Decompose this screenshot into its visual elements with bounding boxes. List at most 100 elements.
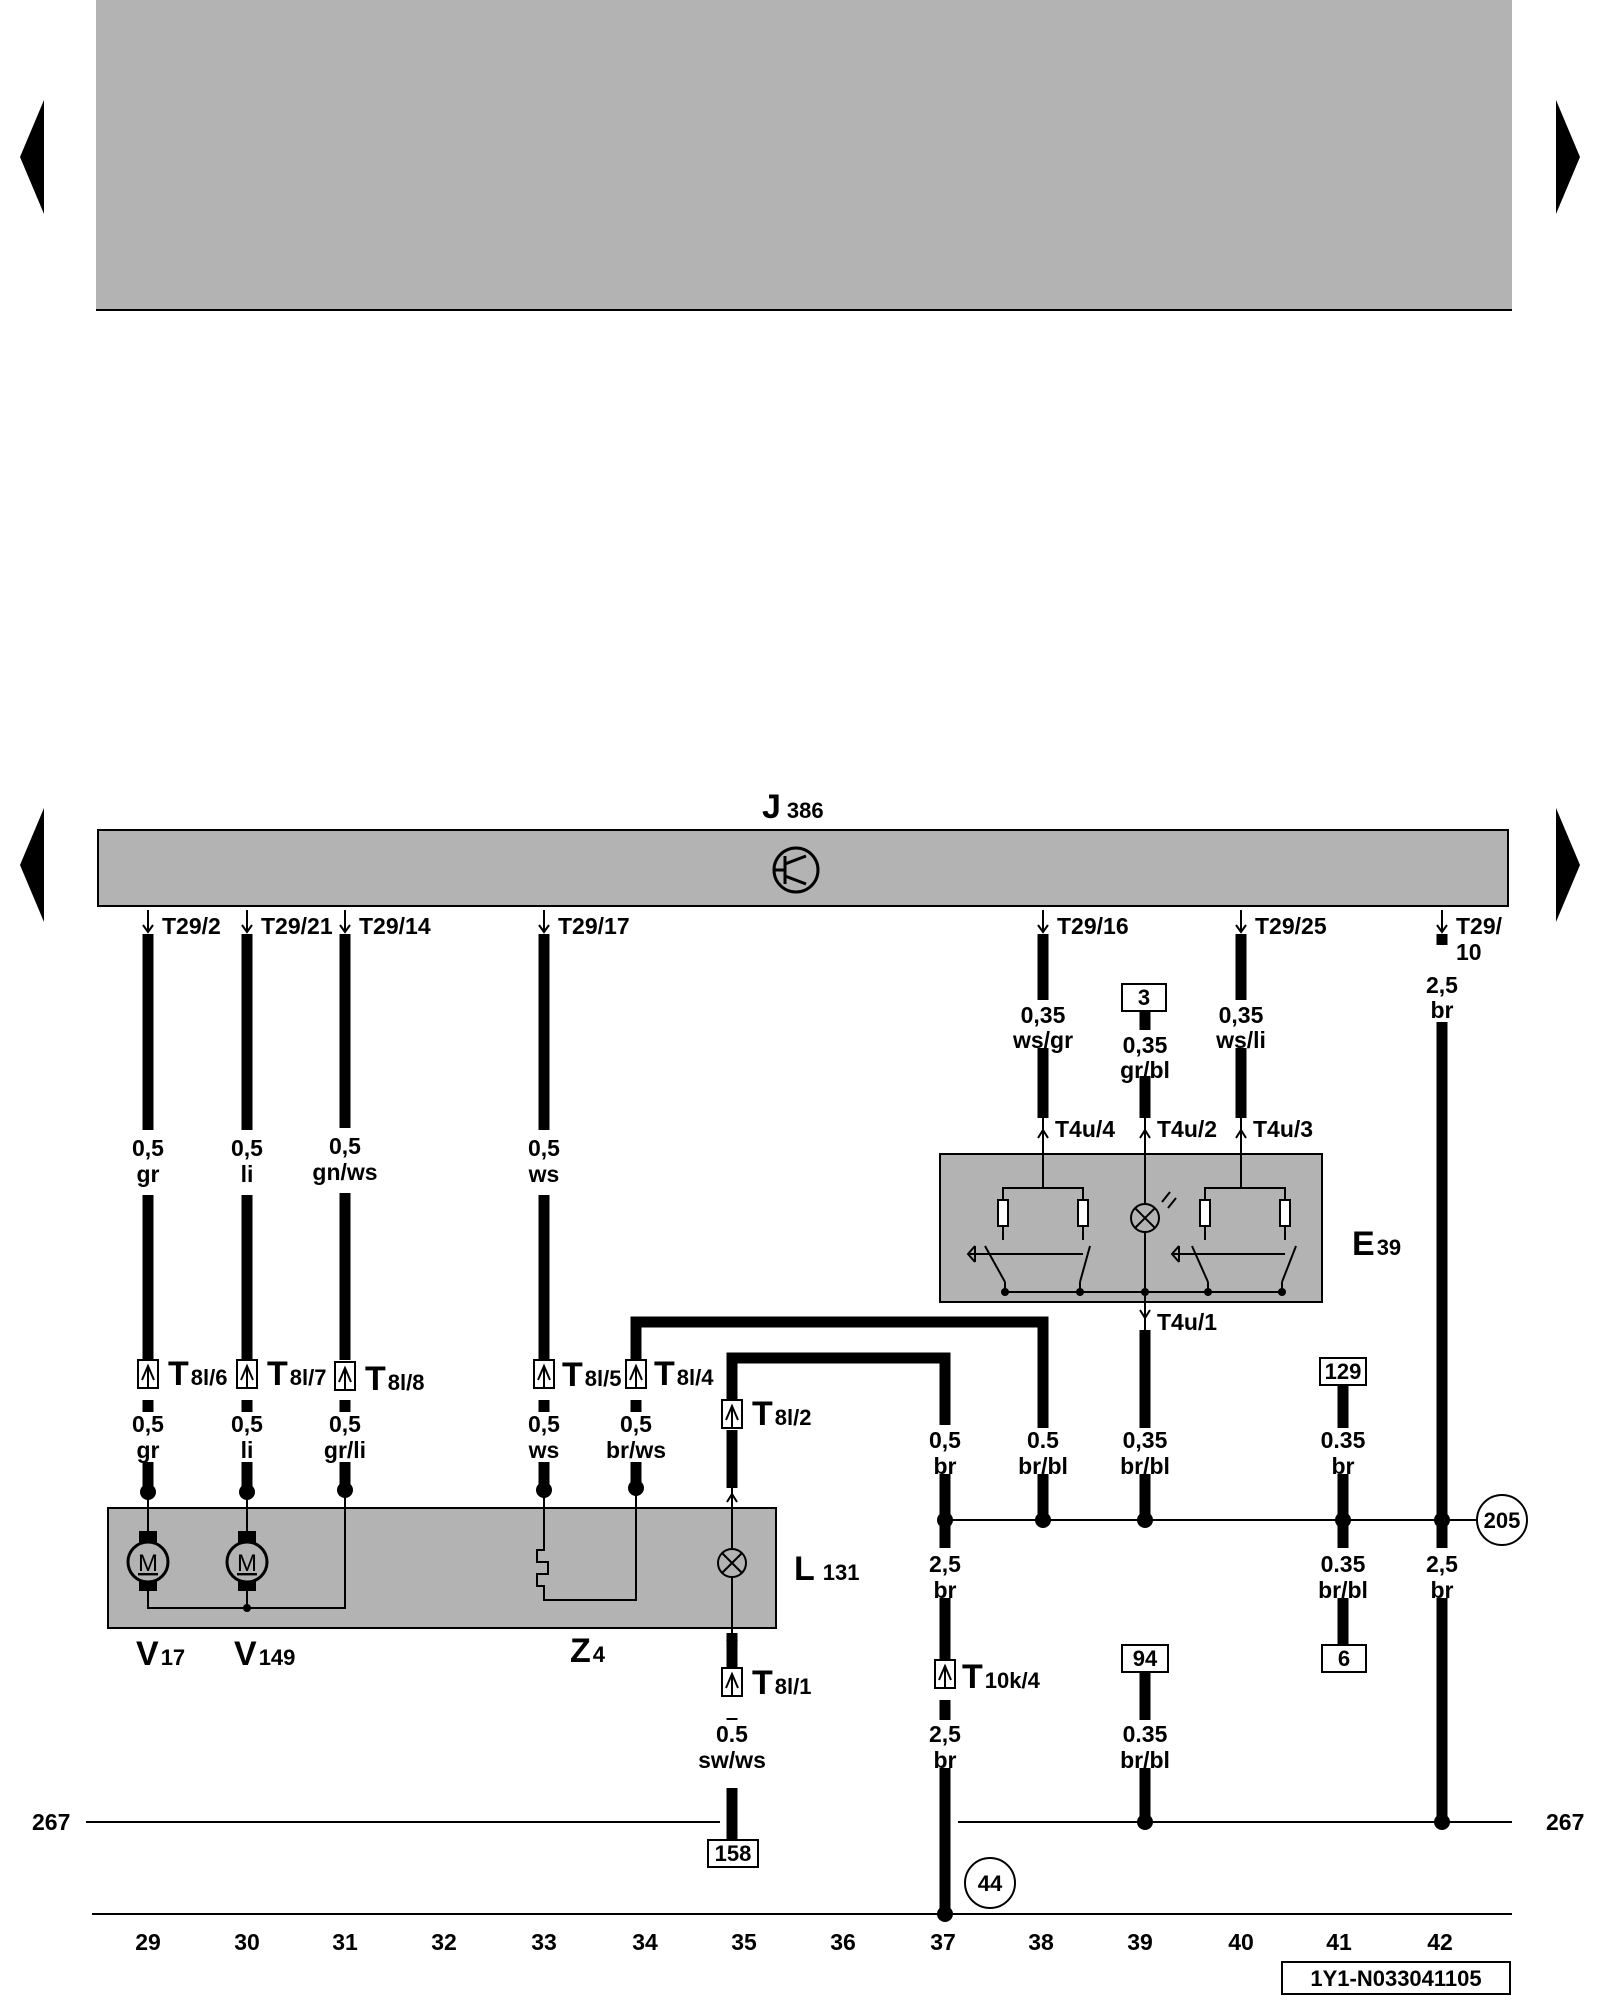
svg-text:gr: gr <box>137 1161 160 1187</box>
pin-t29-2: T29/2 <box>162 913 221 939</box>
t8l-connector-arrows <box>141 1363 952 1696</box>
svg-text:ws: ws <box>528 1161 560 1187</box>
svg-text:0,5: 0,5 <box>528 1411 560 1437</box>
track-34: 34 <box>632 1929 658 1955</box>
ref-circle-205-label: 205 <box>1484 1508 1521 1533</box>
next-page-arrow-icon[interactable] <box>1556 100 1580 214</box>
ground-junction <box>937 1906 953 1922</box>
motor-v17-icon <box>126 1540 170 1584</box>
svg-text:0.35: 0.35 <box>1321 1551 1366 1577</box>
motor-v149-icon <box>225 1540 269 1584</box>
pin-t29-21: T29/21 <box>261 913 333 939</box>
svg-text:br/bl: br/bl <box>1318 1577 1368 1603</box>
bus-junctions <box>937 1512 1450 1528</box>
pin-t4u-2: T4u/2 <box>1157 1116 1217 1142</box>
track-35: 35 <box>731 1929 757 1955</box>
svg-text:0,5: 0,5 <box>620 1411 652 1437</box>
pin-t4u-4: T4u/4 <box>1055 1116 1115 1142</box>
pin-t29-17: T29/17 <box>558 913 630 939</box>
next-section-arrow-icon[interactable] <box>1556 808 1580 922</box>
conn-t8l-6: T8l/6 <box>168 1355 227 1393</box>
pin-t29-10: T29/ <box>1456 913 1503 939</box>
track-39: 39 <box>1127 1929 1153 1955</box>
motor-v149-symbol: M <box>237 1550 257 1577</box>
ref-box-6-label: 6 <box>1338 1646 1350 1671</box>
ref-box-129-label: 129 <box>1325 1359 1362 1384</box>
ref-box-3-label: 3 <box>1138 985 1150 1010</box>
ref-box-129[interactable] <box>1319 1357 1367 1386</box>
svg-text:gr/li: gr/li <box>324 1437 366 1463</box>
svg-text:0,35: 0,35 <box>1219 1002 1264 1028</box>
svg-text:2,5: 2,5 <box>929 1721 961 1747</box>
doc-code: 1Y1-N033041105 <box>1310 1966 1481 1991</box>
svg-text:0,35: 0,35 <box>1123 1032 1168 1058</box>
svg-text:ws/gr: ws/gr <box>1012 1027 1073 1053</box>
svg-text:br: br <box>934 1453 957 1479</box>
conn-t8l-4: T8l/4 <box>654 1355 714 1393</box>
component-v149-label: V149 <box>234 1635 295 1673</box>
component-e39-label: E39 <box>1352 1225 1401 1263</box>
conn-t8l-7: T8l/7 <box>267 1355 326 1393</box>
svg-text:li: li <box>241 1437 254 1463</box>
switch-e39 <box>939 1153 1323 1303</box>
svg-text:2,5: 2,5 <box>1426 1551 1458 1577</box>
module-l131 <box>107 1507 777 1629</box>
svg-text:2,5: 2,5 <box>929 1551 961 1577</box>
svg-text:0.35: 0.35 <box>1321 1427 1366 1453</box>
svg-text:0,5: 0,5 <box>231 1411 263 1437</box>
svg-text:gr: gr <box>137 1437 160 1463</box>
svg-text:0,5: 0,5 <box>929 1427 961 1453</box>
svg-text:0,5: 0,5 <box>329 1133 361 1159</box>
ref-box-3[interactable] <box>1121 983 1167 1012</box>
e39-junctions <box>1001 1288 1286 1296</box>
svg-text:gn/ws: gn/ws <box>312 1159 377 1185</box>
svg-text:0.35: 0.35 <box>1123 1721 1168 1747</box>
svg-text:li: li <box>241 1161 254 1187</box>
prev-page-arrow-icon[interactable] <box>20 100 44 214</box>
svg-text:0.5: 0.5 <box>1027 1427 1059 1453</box>
svg-text:sw/ws: sw/ws <box>698 1747 766 1773</box>
wire-labels-bottom: 0.5 sw/ws 2,5 br 0.35 br/bl <box>698 1720 1178 1773</box>
track-42: 42 <box>1427 1929 1453 1955</box>
svg-text:br: br <box>1431 997 1454 1023</box>
ref-box-158[interactable] <box>707 1839 759 1868</box>
track-33: 33 <box>531 1929 557 1955</box>
current-track-axis: 29 30 31 32 33 34 35 36 37 38 39 40 41 4… <box>135 1929 1453 1955</box>
pin-t4u-1: T4u/1 <box>1157 1309 1217 1335</box>
track-29: 29 <box>135 1929 161 1955</box>
electronic-module-icon <box>772 846 820 894</box>
svg-text:br/bl: br/bl <box>1018 1453 1068 1479</box>
lamp-l131-icon <box>717 1548 747 1578</box>
ref-box-6[interactable] <box>1321 1644 1367 1673</box>
control-unit-j386 <box>97 829 1509 907</box>
track-41: 41 <box>1326 1929 1352 1955</box>
svg-text:0,35: 0,35 <box>1021 1002 1066 1028</box>
wire-labels-mid: 0,5 gr 0,5 li 0,5 gr/li 0,5 ws 0,5 br/ws… <box>128 1411 1372 1479</box>
ref-circle-44[interactable] <box>964 1857 1016 1909</box>
svg-text:br/bl: br/bl <box>1120 1747 1170 1773</box>
component-v17-label: V17 <box>136 1635 185 1673</box>
pin-t29-14: T29/14 <box>359 913 431 939</box>
svg-text:0,5: 0,5 <box>528 1135 560 1161</box>
svg-text:br: br <box>934 1577 957 1603</box>
ref-box-94[interactable] <box>1121 1644 1169 1673</box>
svg-text:br: br <box>1332 1453 1355 1479</box>
track-38: 38 <box>1028 1929 1054 1955</box>
wire-set <box>142 934 1448 1910</box>
ref-circle-205[interactable] <box>1476 1494 1528 1546</box>
wire-labels-top: 0,5 gr 0,5 li 0,5 gn/ws 0,5 ws 0,35 ws/g… <box>128 972 1458 1193</box>
svg-text:ws: ws <box>528 1437 560 1463</box>
e39-circuit <box>966 1154 1297 1330</box>
conn-t8l-2: T8l/2 <box>752 1395 811 1433</box>
conn-t8l-1: T8l/1 <box>752 1664 811 1702</box>
prev-section-arrow-icon[interactable] <box>20 808 44 922</box>
svg-text:br: br <box>1431 1577 1454 1603</box>
track-32: 32 <box>431 1929 457 1955</box>
wire-labels-low: 2,5 br 0.35 br/bl 2,5 br <box>925 1550 1464 1603</box>
line-267-right-label: 267 <box>1546 1809 1584 1835</box>
svg-text:br/bl: br/bl <box>1120 1453 1170 1479</box>
pin-t29-25: T29/25 <box>1255 913 1327 939</box>
svg-text:0.5: 0.5 <box>716 1721 748 1747</box>
